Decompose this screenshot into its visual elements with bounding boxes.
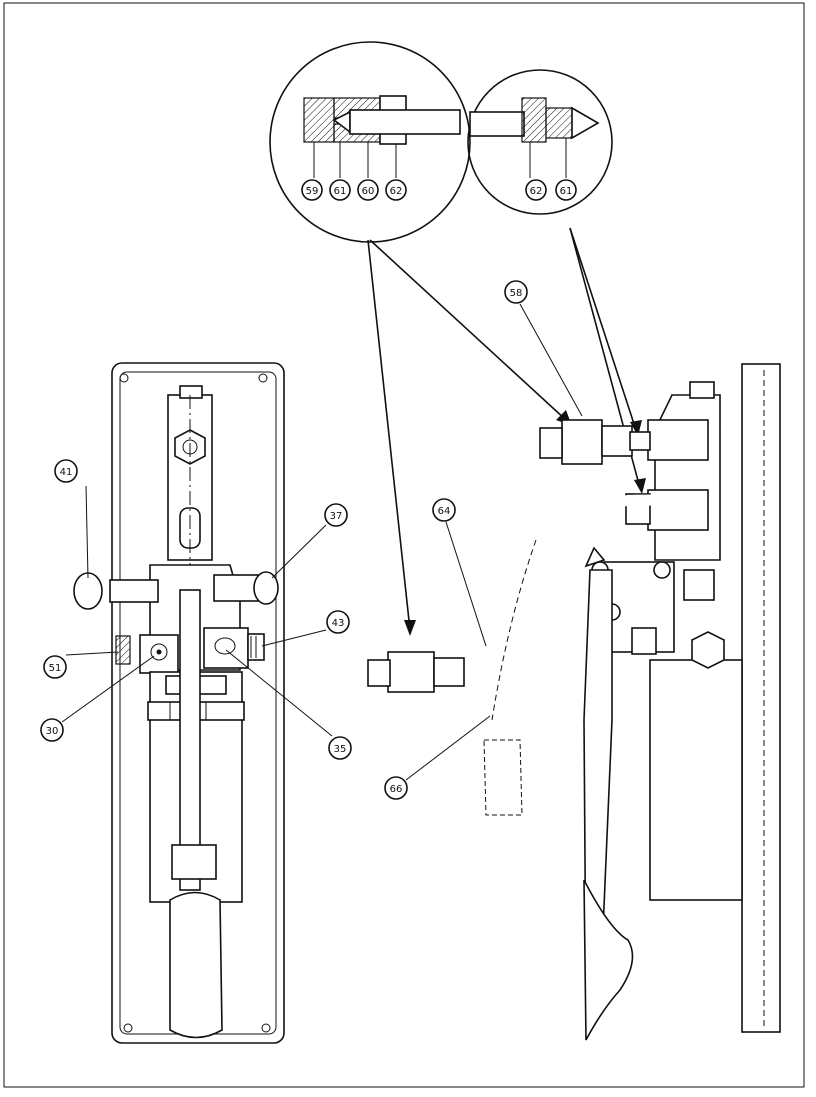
foot-pedal [169, 891, 223, 1039]
knob-37 [253, 571, 279, 605]
detail-right: 62 61 [467, 69, 613, 215]
detail-circle-left [269, 41, 471, 243]
knob-37-stem [213, 574, 259, 602]
callout-64-label: 64 [438, 506, 451, 517]
detail-left-59-label: 59 [306, 186, 319, 197]
callout-43 [326, 610, 350, 634]
release-valve-knob-stem [109, 579, 159, 603]
base-rail [741, 363, 781, 1033]
detail-right-61-label: 61 [560, 186, 573, 197]
callout-66-label: 66 [390, 784, 403, 795]
plan-view [73, 362, 285, 1044]
pipe-section [349, 109, 461, 135]
bracket-nut [179, 385, 203, 399]
detail-right-61 [555, 179, 577, 201]
detail-left: 59 61 60 62 [269, 41, 471, 243]
callout-37-label: 37 [330, 511, 343, 522]
pump-lever [179, 589, 201, 891]
callout-37 [324, 503, 348, 527]
knob-41 [73, 572, 103, 610]
bolt-hole-icon [119, 373, 129, 383]
callout-58 [504, 280, 528, 304]
callout-41-label: 41 [60, 467, 73, 478]
foot-pedal-side [583, 879, 634, 1041]
screw-51 [115, 635, 131, 665]
callout-41 [54, 459, 78, 483]
callout-51-label: 51 [49, 663, 62, 674]
detail-right-62-label: 62 [530, 186, 543, 197]
detail-right-62 [525, 179, 547, 201]
detail-left-61 [329, 179, 351, 201]
callout-58-label: 58 [510, 288, 523, 299]
callout-66 [384, 776, 408, 800]
detail-left-60-label: 60 [362, 186, 375, 197]
hex-bolt-icon [691, 631, 725, 669]
side-view [367, 363, 781, 1041]
hose-66-alt-position [491, 539, 537, 721]
union-58 [561, 419, 603, 465]
detail-left-62-label: 62 [390, 186, 403, 197]
plan-callouts: 41 37 51 43 30 35 [40, 459, 352, 760]
hose-end-union [387, 651, 435, 693]
detail-left-61-label: 61 [334, 186, 347, 197]
callout-64 [432, 498, 456, 522]
callout-30 [40, 718, 64, 742]
bolt-hole-icon [261, 1023, 271, 1033]
callout-51 [43, 655, 67, 679]
callout-35 [328, 736, 352, 760]
detail-circle-right [467, 69, 613, 215]
detail-left-62 [385, 179, 407, 201]
hose-end-dashed [483, 739, 523, 816]
pump-body-side [649, 659, 743, 901]
bolt-hole-icon [123, 1023, 133, 1033]
base-plate-outer [111, 362, 285, 1044]
side-callouts: 58 64 66 [384, 280, 583, 800]
detail-left-60 [357, 179, 379, 201]
detail-left-59 [301, 179, 323, 201]
callout-30-label: 30 [46, 726, 59, 737]
callout-43-label: 43 [332, 618, 345, 629]
sheet-border [3, 2, 805, 1088]
callout-35-label: 35 [334, 744, 347, 755]
bolt-hole-icon [258, 373, 268, 383]
